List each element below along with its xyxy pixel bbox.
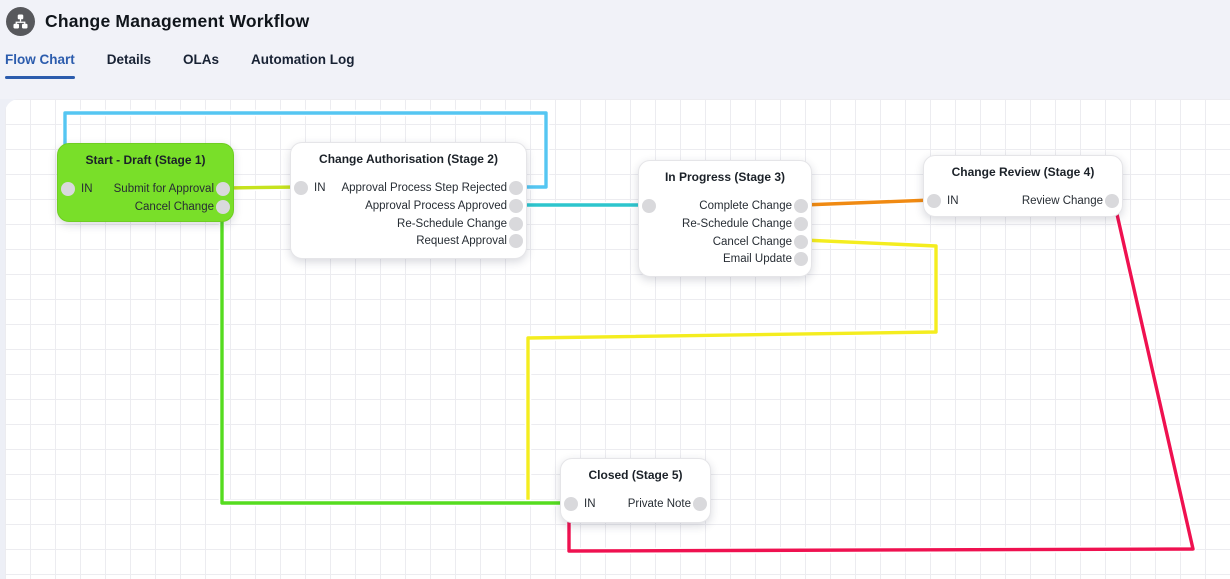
output-port[interactable] [509, 234, 523, 249]
node-row: Cancel Change [58, 198, 233, 216]
tab-bar: Flow Chart Details OLAs Automation Log [5, 52, 355, 79]
tab-automation-log[interactable]: Automation Log [251, 52, 355, 67]
output-port[interactable] [794, 216, 808, 231]
tab-details[interactable]: Details [106, 52, 152, 67]
output-port-label: Review Change [1021, 195, 1103, 207]
input-port-label: IN [314, 182, 326, 194]
output-port-label: Private Note [627, 498, 691, 510]
node-row: Cancel Change [639, 233, 811, 251]
node-title: Change Authorisation (Stage 2) [319, 152, 498, 166]
input-port[interactable] [564, 497, 578, 511]
input-port[interactable] [294, 181, 308, 195]
node-row: IN Review Change [924, 192, 1122, 210]
page-header: Change Management Workflow Flow Chart De… [0, 0, 1230, 99]
output-port-label: Cancel Change [712, 235, 792, 248]
output-port-label: Re-Schedule Change [682, 217, 792, 230]
flow-node-stage1[interactable]: Start - Draft (Stage 1) IN Submit for Appr… [57, 143, 234, 222]
output-port[interactable] [1105, 194, 1119, 208]
output-port[interactable] [509, 181, 523, 195]
tab-flow-chart[interactable]: Flow Chart [5, 52, 75, 79]
input-port-label: IN [947, 195, 959, 207]
output-port-label: Approval Process Step Rejected [341, 182, 507, 194]
output-port[interactable] [509, 198, 523, 213]
node-row: IN Approval Process Step Rejected [291, 179, 526, 197]
page-title: Change Management Workflow [45, 11, 310, 31]
node-title: Closed (Stage 5) [588, 468, 683, 482]
output-port[interactable] [216, 182, 230, 196]
output-port[interactable] [693, 497, 707, 511]
input-port-label: IN [81, 183, 93, 195]
output-port-label: Approval Process Approved [365, 199, 507, 212]
node-title: Change Review (Stage 4) [951, 165, 1095, 179]
output-port[interactable] [794, 199, 808, 213]
input-port[interactable] [927, 194, 941, 208]
output-port-label: Email Update [722, 253, 792, 266]
node-row: Re-Schedule Change [639, 215, 811, 233]
node-row: Email Update [639, 250, 811, 268]
input-port[interactable] [642, 199, 656, 213]
flow-node-stage2[interactable]: Change Authorisation (Stage 2) IN Approval… [290, 142, 527, 259]
sitemap-icon [6, 7, 35, 36]
output-port[interactable] [794, 252, 808, 267]
flow-node-stage4[interactable]: Change Review (Stage 4) IN Review Change [923, 155, 1123, 217]
output-port[interactable] [509, 216, 523, 231]
flow-node-stage5[interactable]: Closed (Stage 5) IN Private Note [560, 458, 711, 523]
input-port[interactable] [61, 182, 75, 196]
edge-complete-change-to-stage4-in[interactable] [801, 198, 934, 207]
node-row: IN Private Note [561, 495, 710, 513]
node-title: In Progress (Stage 3) [664, 170, 786, 184]
tab-olas[interactable]: OLAs [183, 52, 220, 67]
node-row: Re-Schedule Change [291, 215, 526, 233]
edge-submit-approval-to-stage2-in[interactable] [223, 185, 301, 190]
output-port-label: Request Approval [416, 235, 507, 248]
edge-step-rejected-to-stage1-in[interactable] [63, 111, 548, 190]
output-port-label: Complete Change [699, 200, 792, 212]
output-port-label: Cancel Change [134, 200, 214, 213]
node-row: Approval Process Approved [291, 197, 526, 215]
node-row: Complete Change [639, 197, 811, 215]
output-port-label: Re-Schedule Change [397, 217, 507, 230]
node-row: Request Approval [291, 232, 526, 250]
edge-review-change-to-stage5-in[interactable] [567, 199, 1195, 553]
output-port[interactable] [216, 199, 230, 214]
input-port-label: IN [584, 498, 596, 510]
output-port[interactable] [794, 234, 808, 249]
node-title: Start - Draft (Stage 1) [85, 153, 206, 167]
node-row: IN Submit for Approval [58, 180, 233, 198]
title-row: Change Management Workflow [6, 7, 310, 36]
output-port-label: Submit for Approval [113, 183, 214, 195]
